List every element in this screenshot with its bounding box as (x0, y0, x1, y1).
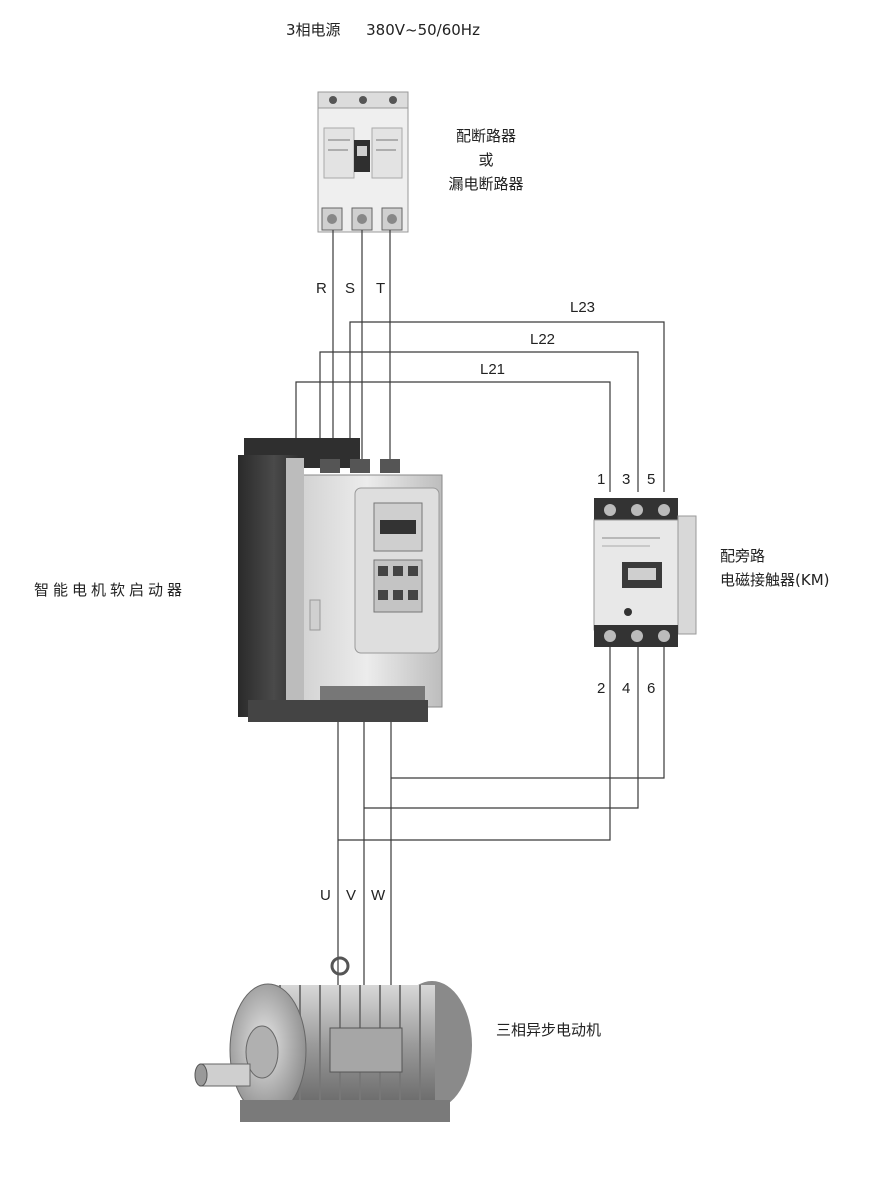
terminal-labels: R S T L23 L22 L21 1 3 5 2 4 6 U V W (316, 280, 655, 904)
input-wires (295, 230, 665, 492)
contactor-terminal-6: 6 (647, 680, 655, 697)
softstarter-label: 智能电机软启动器 (34, 581, 187, 599)
contactor-terminal-3: 3 (622, 471, 630, 488)
terminal-U: U (320, 887, 331, 904)
bypass-L23: L23 (570, 299, 595, 316)
contactor-line-1: 配旁路 (720, 547, 766, 565)
circuit-breaker (317, 91, 409, 233)
breaker-line-1: 配断路器 (455, 127, 516, 145)
terminal-S: S (345, 280, 355, 297)
contactor-terminal-5: 5 (647, 471, 655, 488)
terminal-W: W (371, 887, 386, 904)
bypass-L21: L21 (480, 361, 505, 378)
contactor-terminal-1: 1 (597, 471, 605, 488)
power-label: 3相电源 380V~50/60Hz (286, 20, 480, 40)
breaker-line-3: 漏电断路器 (448, 175, 524, 193)
contactor-line-2: 电磁接触器(KM) (720, 571, 830, 589)
induction-motor (194, 956, 472, 1122)
terminal-R: R (316, 280, 327, 297)
motor-label: 三相异步电动机 (496, 1021, 602, 1039)
power-phase: 3相电源 (286, 21, 341, 39)
terminal-V: V (346, 887, 356, 904)
contactor-label: 配旁路 电磁接触器(KM) (720, 546, 829, 590)
breaker-line-2: 或 (478, 151, 494, 169)
contactor-terminal-4: 4 (622, 680, 630, 697)
power-spec: 380V~50/60Hz (366, 21, 480, 39)
soft-starter (238, 438, 443, 722)
breaker-label: 配断路器 或 漏电断路器 (440, 126, 532, 194)
terminal-T: T (376, 280, 385, 297)
bypass-L22: L22 (530, 331, 555, 348)
bypass-contactor (593, 498, 697, 647)
contactor-terminal-2: 2 (597, 680, 605, 697)
